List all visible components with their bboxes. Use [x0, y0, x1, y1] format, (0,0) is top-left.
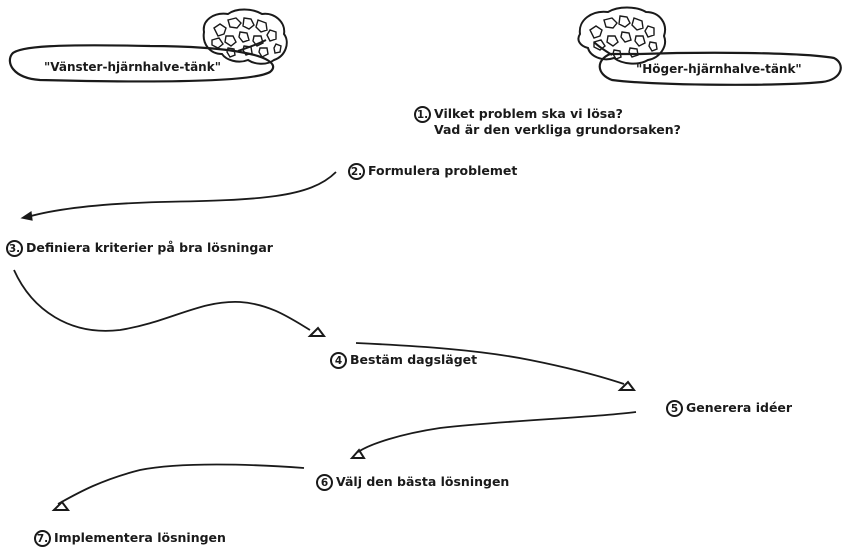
step-7: 7. Implementera lösningen: [34, 530, 226, 547]
step-4-number-badge: 4: [330, 352, 347, 369]
step-1: 1. Vilket problem ska vi lösa? Vad är de…: [414, 106, 681, 138]
step-1-line-1: Vilket problem ska vi lösa?: [434, 106, 681, 122]
left-brain-icon: [204, 10, 287, 64]
step-7-number-badge: 7.: [34, 530, 51, 547]
arrow-3-to-4: [14, 270, 310, 331]
step-7-text: Implementera lösningen: [54, 530, 226, 546]
arrow-5-to-6-head: [352, 450, 364, 458]
right-brain-thinking-title: "Höger-hjärnhalve-tänk": [636, 62, 802, 76]
step-2-number-badge: 2.: [348, 163, 365, 180]
arrow-5-to-6: [358, 412, 636, 452]
step-3-number-badge: 3.: [6, 240, 23, 257]
step-3-text: Definiera kriterier på bra lösningar: [26, 240, 273, 256]
step-2-text: Formulera problemet: [368, 163, 517, 179]
step-6: 6 Välj den bästa lösningen: [316, 474, 509, 491]
step-3: 3. Definiera kriterier på bra lösningar: [6, 240, 273, 257]
right-brain-icon: [578, 8, 665, 64]
step-4-text: Bestäm dagsläget: [350, 352, 477, 368]
step-6-text: Välj den bästa lösningen: [336, 474, 509, 490]
arrow-6-to-7-head: [54, 502, 68, 510]
step-5: 5 Generera idéer: [666, 400, 792, 417]
left-brain-thinking-title: "Vänster-hjärnhalve-tänk": [44, 60, 221, 74]
step-5-number-badge: 5: [666, 400, 683, 417]
step-5-text: Generera idéer: [686, 400, 792, 416]
arrow-6-to-7: [58, 465, 304, 505]
step-6-number-badge: 6: [316, 474, 333, 491]
arrow-2-to-3: [24, 172, 336, 218]
step-4: 4 Bestäm dagsläget: [330, 352, 477, 369]
step-2: 2. Formulera problemet: [348, 163, 517, 180]
step-1-line-2: Vad är den verkliga grundorsaken?: [434, 122, 681, 138]
arrow-3-to-4-head: [310, 328, 324, 336]
arrow-2-to-3-head: [22, 212, 32, 220]
step-1-text: Vilket problem ska vi lösa? Vad är den v…: [434, 106, 681, 138]
step-1-number-badge: 1.: [414, 106, 431, 123]
